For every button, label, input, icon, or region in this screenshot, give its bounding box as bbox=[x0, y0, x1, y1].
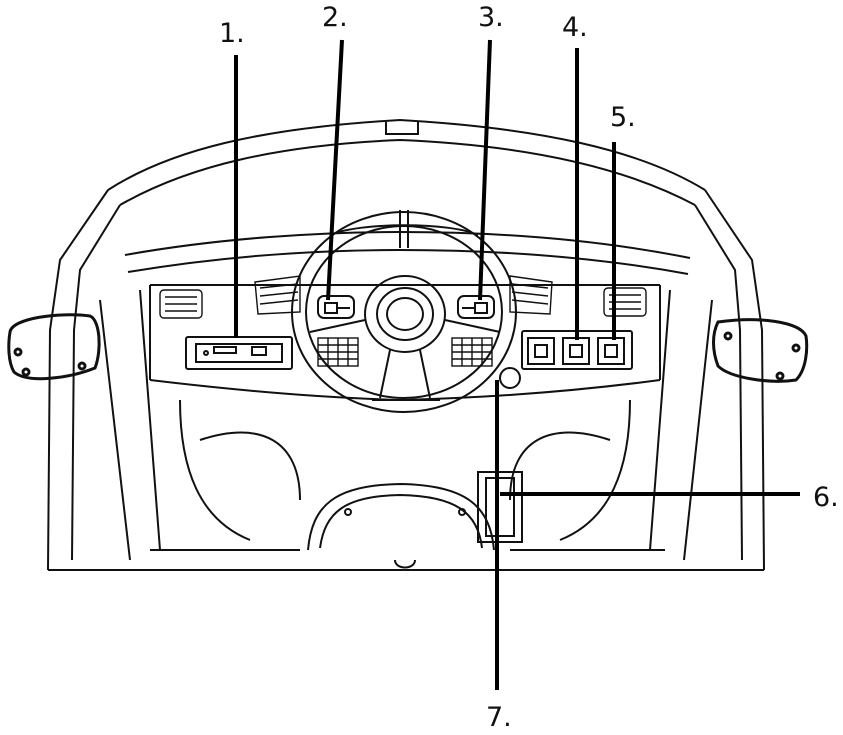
lower-grille-right bbox=[451, 337, 493, 367]
side-mirror-left bbox=[7, 313, 101, 381]
ignition-key bbox=[499, 367, 521, 389]
lower-grille-left bbox=[317, 337, 359, 367]
rocker-switch-2 bbox=[562, 337, 590, 365]
steering-wheel bbox=[291, 210, 517, 413]
stalk-switch-right bbox=[457, 295, 495, 319]
callout-5-label: 5. bbox=[610, 102, 636, 133]
callout-2-label: 2. bbox=[322, 2, 348, 33]
media-player-unit bbox=[185, 336, 293, 370]
air-vent-right-inner bbox=[509, 275, 553, 315]
rocker-switch-1 bbox=[527, 337, 555, 365]
callout-6-label: 6. bbox=[813, 482, 839, 513]
air-vent-left-inner bbox=[254, 275, 301, 315]
callout-4-label: 4. bbox=[562, 12, 588, 43]
horn-button bbox=[364, 275, 446, 353]
seat bbox=[307, 482, 495, 569]
side-mirror-right bbox=[712, 318, 809, 383]
callout-lines bbox=[234, 39, 800, 690]
foot-pedal bbox=[477, 471, 523, 543]
stalk-switch-left bbox=[317, 295, 355, 319]
car-body bbox=[47, 118, 765, 571]
callout-3-label: 3. bbox=[478, 2, 504, 33]
air-vent-left-outer bbox=[159, 289, 203, 319]
callout-7-label: 7. bbox=[486, 702, 512, 733]
rocker-switch-3 bbox=[597, 337, 625, 365]
air-vent-right-outer bbox=[603, 287, 647, 317]
callout-1-label: 1. bbox=[219, 18, 245, 49]
rocker-switch-panel bbox=[521, 330, 633, 370]
